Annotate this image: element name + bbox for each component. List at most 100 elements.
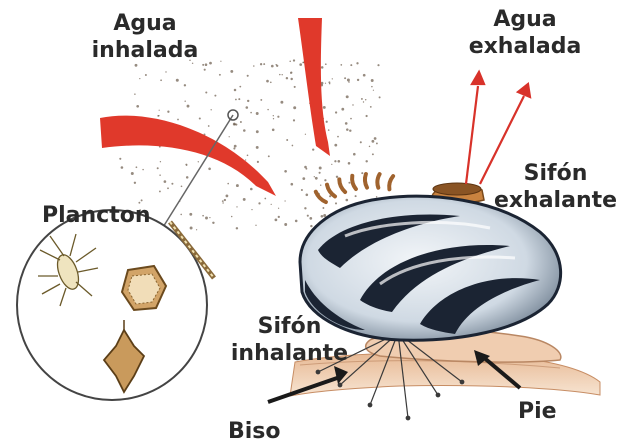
plankton-particle (273, 115, 274, 116)
plankton-particle (271, 65, 274, 68)
plankton-particle (277, 116, 279, 118)
plankton-particle (159, 174, 161, 176)
label-line: inhalante (222, 340, 357, 367)
plankton-particle (198, 161, 199, 162)
siphon-tentacle (352, 176, 356, 189)
plankton-particle (348, 182, 350, 184)
label-line: Sifón (488, 160, 623, 187)
plankton-particle (235, 99, 237, 101)
plankton-particle (323, 106, 326, 109)
plankton-particle (365, 99, 366, 100)
plankton-particle (361, 172, 363, 174)
plankton-particle (119, 158, 121, 160)
plankton-particle (323, 214, 326, 217)
plankton-particle (290, 71, 292, 73)
plankton-particle (340, 64, 342, 66)
plankton-particle (312, 148, 314, 150)
plankton-particle (306, 194, 309, 197)
inhaled-water-arrow (298, 18, 330, 156)
plankton-particle (260, 63, 262, 65)
plankton-particle (164, 180, 167, 183)
plankton-particle (160, 161, 161, 162)
plankton-particle (222, 200, 224, 202)
plankton-particle (250, 188, 253, 191)
plankton-particle (284, 170, 287, 173)
plankton-particle (350, 118, 352, 120)
plankton-particle (145, 74, 147, 76)
plankton-particle (256, 112, 259, 115)
plankton-particle (220, 61, 221, 62)
plankton-particle (302, 177, 305, 180)
plankton-particle (363, 74, 366, 77)
label-plancton: Plancton (42, 202, 151, 229)
plankton-particle (142, 169, 143, 170)
plankton-particle (360, 141, 362, 143)
label-agua-inhalada: Agua inhalada (75, 10, 215, 64)
plankton-particle (271, 204, 272, 205)
plankton-particle (304, 166, 307, 169)
plankton-particle (243, 198, 246, 201)
plankton-particle (258, 202, 260, 204)
plankton-particle (374, 137, 377, 140)
plankton-particle (171, 183, 173, 185)
siphon-tentacle (377, 174, 379, 188)
plankton-particle (209, 217, 210, 218)
plankton-particle (319, 172, 321, 174)
plankton-particle (334, 160, 336, 162)
plankton-particle (240, 121, 242, 123)
plankton-particle (365, 160, 367, 162)
plankton-particle (307, 215, 309, 217)
plankton-particle (356, 62, 358, 64)
plankton-particle (260, 99, 262, 101)
plankton-particle (134, 93, 136, 95)
plankton-particle (180, 214, 182, 216)
plankton-particle (176, 79, 179, 82)
plankton-particle (284, 200, 285, 201)
plankton-particle (165, 71, 166, 72)
label-pie: Pie (518, 398, 557, 425)
plankton-particle (332, 78, 333, 79)
plankton-particle (205, 91, 207, 93)
plankton-particle (315, 177, 318, 180)
plankton-particle (266, 80, 269, 83)
plankton-particle (355, 195, 357, 197)
plankton-particle (214, 95, 216, 97)
siphon-tentacle (339, 179, 345, 192)
label-line: exhalante (488, 187, 623, 214)
plankton-particle (239, 86, 241, 88)
label-line: exhalada (455, 33, 595, 60)
plankton-particle (135, 64, 138, 67)
plankton-particle (204, 69, 206, 71)
plankton-particle (226, 195, 229, 198)
plankton-particle (199, 117, 201, 119)
plankton-particle (256, 130, 259, 133)
siphon-tentacle (389, 176, 393, 189)
plankton-particle (236, 184, 239, 187)
label-agua-exhalada: Agua exhalada (455, 6, 595, 60)
plankton-particle (184, 100, 185, 101)
plankton-particle (246, 106, 249, 109)
plankton-particle (134, 182, 136, 184)
siphon-tentacle (365, 174, 367, 188)
plankton-particle (245, 159, 246, 160)
plankton-particle (234, 123, 236, 125)
plankton-particle (247, 154, 249, 156)
plankton-particle (256, 146, 259, 149)
plankton-particle (267, 109, 268, 110)
plankton-particle (301, 189, 303, 191)
plankton-particle (231, 216, 233, 218)
plankton-particle (310, 225, 312, 227)
plankton-particle (247, 75, 249, 77)
plankton-particle (325, 83, 326, 84)
plankton-particle (278, 216, 280, 218)
plankton-particle (121, 166, 124, 169)
plankton-particle (379, 96, 381, 98)
plankton-particle (344, 77, 346, 79)
plankton-particle (328, 129, 330, 131)
plankton-particle (293, 59, 295, 61)
plankton-particle (159, 110, 160, 111)
plankton-particle (282, 74, 283, 75)
plankton-particle (321, 215, 324, 218)
plankton-particle (341, 108, 344, 111)
label-line: Sifón (222, 313, 357, 340)
